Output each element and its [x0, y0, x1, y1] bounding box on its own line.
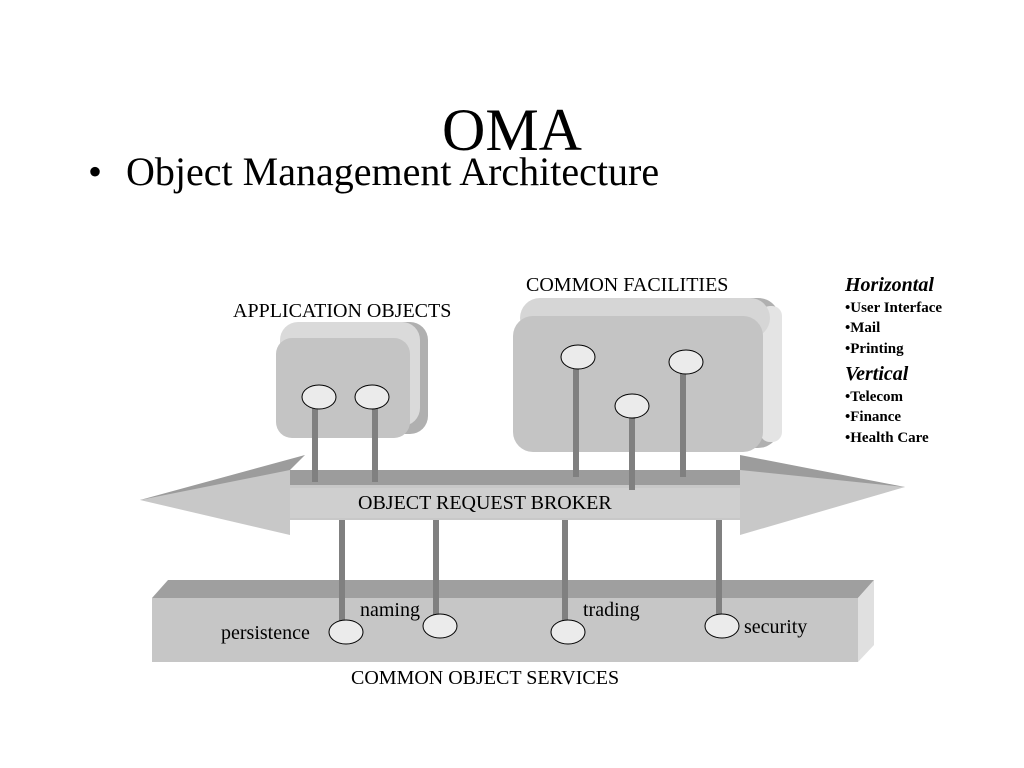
connector-line: [716, 520, 722, 626]
security-node: [704, 613, 740, 639]
application-objects-label: APPLICATION OBJECTS: [233, 300, 452, 322]
bullet-marker: •: [88, 149, 103, 194]
connector-line: [573, 357, 579, 477]
vertical-item: •Finance: [845, 409, 902, 425]
slab-side-face: [858, 580, 874, 662]
common-object-services-label: COMMON OBJECT SERVICES: [351, 667, 620, 689]
security-label: security: [744, 616, 808, 638]
application-objects-box: [276, 322, 428, 438]
facility-connectors: [573, 357, 686, 490]
app-object-connectors: [312, 397, 378, 482]
connector-line: [372, 397, 378, 482]
app-box-face: [276, 338, 410, 438]
connector-line: [562, 520, 568, 632]
connector-line: [312, 397, 318, 482]
trading-label: trading: [583, 599, 640, 621]
common-facilities-box: [513, 298, 782, 452]
persistence-label: persistence: [221, 622, 310, 644]
horizontal-item: •Printing: [845, 341, 904, 357]
connector-line: [339, 520, 345, 632]
orb-label: OBJECT REQUEST BROKER: [358, 492, 612, 514]
connector-line: [629, 405, 635, 490]
horizontal-item: •User Interface: [845, 300, 943, 316]
facility-node: [614, 393, 650, 419]
vertical-heading: Vertical: [845, 363, 909, 385]
horizontal-item: •Mail: [845, 320, 881, 336]
slab-front-face: [152, 598, 858, 662]
facility-node: [668, 349, 704, 375]
vertical-item: •Health Care: [845, 430, 929, 446]
cf-box-face: [513, 316, 763, 452]
connector-line: [433, 520, 439, 626]
persistence-node: [328, 619, 364, 645]
interface-nodes: [301, 344, 740, 645]
horizontal-heading: Horizontal: [845, 274, 934, 296]
common-object-services-slab: [152, 580, 874, 662]
orb-arrow-band: [290, 488, 740, 518]
naming-label: naming: [360, 599, 420, 621]
slab-top-face: [152, 580, 874, 598]
naming-node: [422, 613, 458, 639]
bullet-text: Object Management Architecture: [126, 149, 660, 194]
cf-box-side: [760, 306, 782, 442]
trading-node: [550, 619, 586, 645]
bullet-point: • Object Management Architecture: [88, 152, 659, 192]
app-object-node: [354, 384, 390, 410]
app-object-node: [301, 384, 337, 410]
vertical-item: •Telecom: [845, 389, 904, 405]
service-connectors: [339, 520, 722, 632]
connector-line: [680, 362, 686, 477]
slide-title: OMA: [441, 97, 582, 163]
facility-node: [560, 344, 596, 370]
common-facilities-label: COMMON FACILITIES: [526, 274, 729, 296]
orb-arrow: [140, 455, 905, 535]
